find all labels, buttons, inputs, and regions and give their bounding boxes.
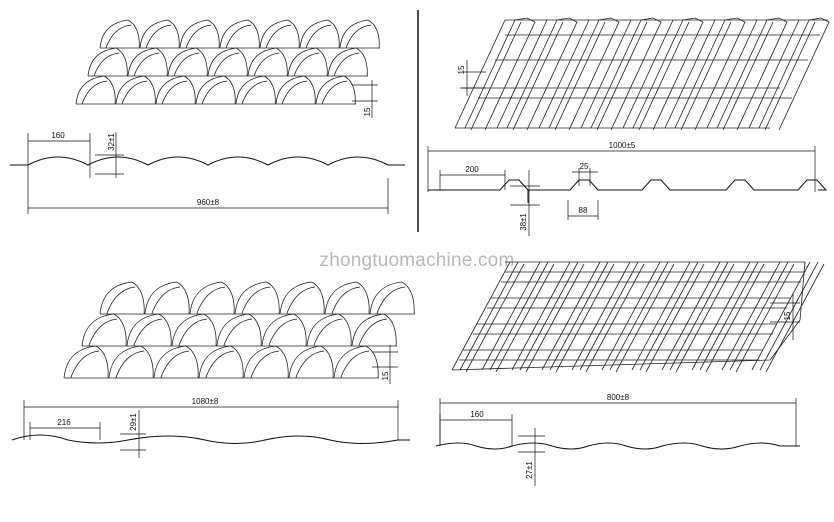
width-label-4: 800±8 [607,393,630,402]
width-label-1: 960±8 [197,198,220,207]
pitch-dimension-2: 200 [439,165,506,190]
height-dimension-4: 27±1 [518,428,545,486]
base-width-label-2: 88 [579,206,588,215]
height-label-3: 29±1 [129,413,138,431]
step-label-1: 15 [363,107,372,116]
pitch-dimension-1: 160 [27,131,91,178]
top-width-dimension-2: 25 [572,162,598,186]
tile-sheet-isometric-3 [63,281,415,379]
profile-line-4 [435,442,800,450]
width-label-3: 1080±8 [192,397,219,406]
height-label-4: 27±1 [525,461,534,479]
step-dimension-2: 15 [457,60,486,96]
height-dimension-2: 38±1 [510,170,540,236]
pitch-label-4: 160 [470,410,484,419]
step-dimension-4: 15 [770,294,800,340]
tile-sheet-isometric-1 [75,19,380,105]
step-label-3: 15 [381,371,390,380]
pitch-label-3: 216 [57,418,71,427]
panel-bottom-right: 15 800±8 160 27±1 [435,261,825,486]
pitch-label-1: 160 [51,131,65,140]
width-dimension-2: 1000±5 [427,141,816,192]
step-dimension-1: 15 [352,80,378,118]
pitch-dimension-4: 160 [439,410,513,446]
height-label-2: 38±1 [519,213,528,231]
trapezoid-sheet-isometric [454,17,830,131]
step-label-2: 15 [457,65,466,74]
watermark: zhongtuomachine.com [320,250,515,271]
tile-sheet-isometric-4 [451,261,825,373]
pitch-label-2: 200 [465,165,479,174]
panel-top-right: 15 1000±5 200 25 88 [427,17,830,236]
profile-line-2 [428,179,828,203]
panel-bottom-left: 15 1080±8 216 29±1 [11,281,415,458]
step-label-4: 15 [783,311,792,320]
profile-line-1 [10,156,405,166]
base-width-dimension-2: 88 [567,200,599,220]
step-dimension-3: 15 [372,345,398,384]
height-dimension-1: 32±1 [95,132,124,178]
width-dimension-4: 800±8 [439,393,797,446]
width-dimension-1: 960±8 [27,178,389,214]
height-dimension-3: 29±1 [120,410,146,458]
width-label-2: 1000±5 [609,141,636,150]
panel-top-left: 15 160 32±1 960±8 [10,19,405,214]
pitch-dimension-3: 216 [29,418,101,440]
width-dimension-3: 1080±8 [23,397,399,440]
height-label-1: 32±1 [107,133,116,151]
profile-line-3 [11,434,410,444]
top-width-label-2: 25 [580,162,589,171]
